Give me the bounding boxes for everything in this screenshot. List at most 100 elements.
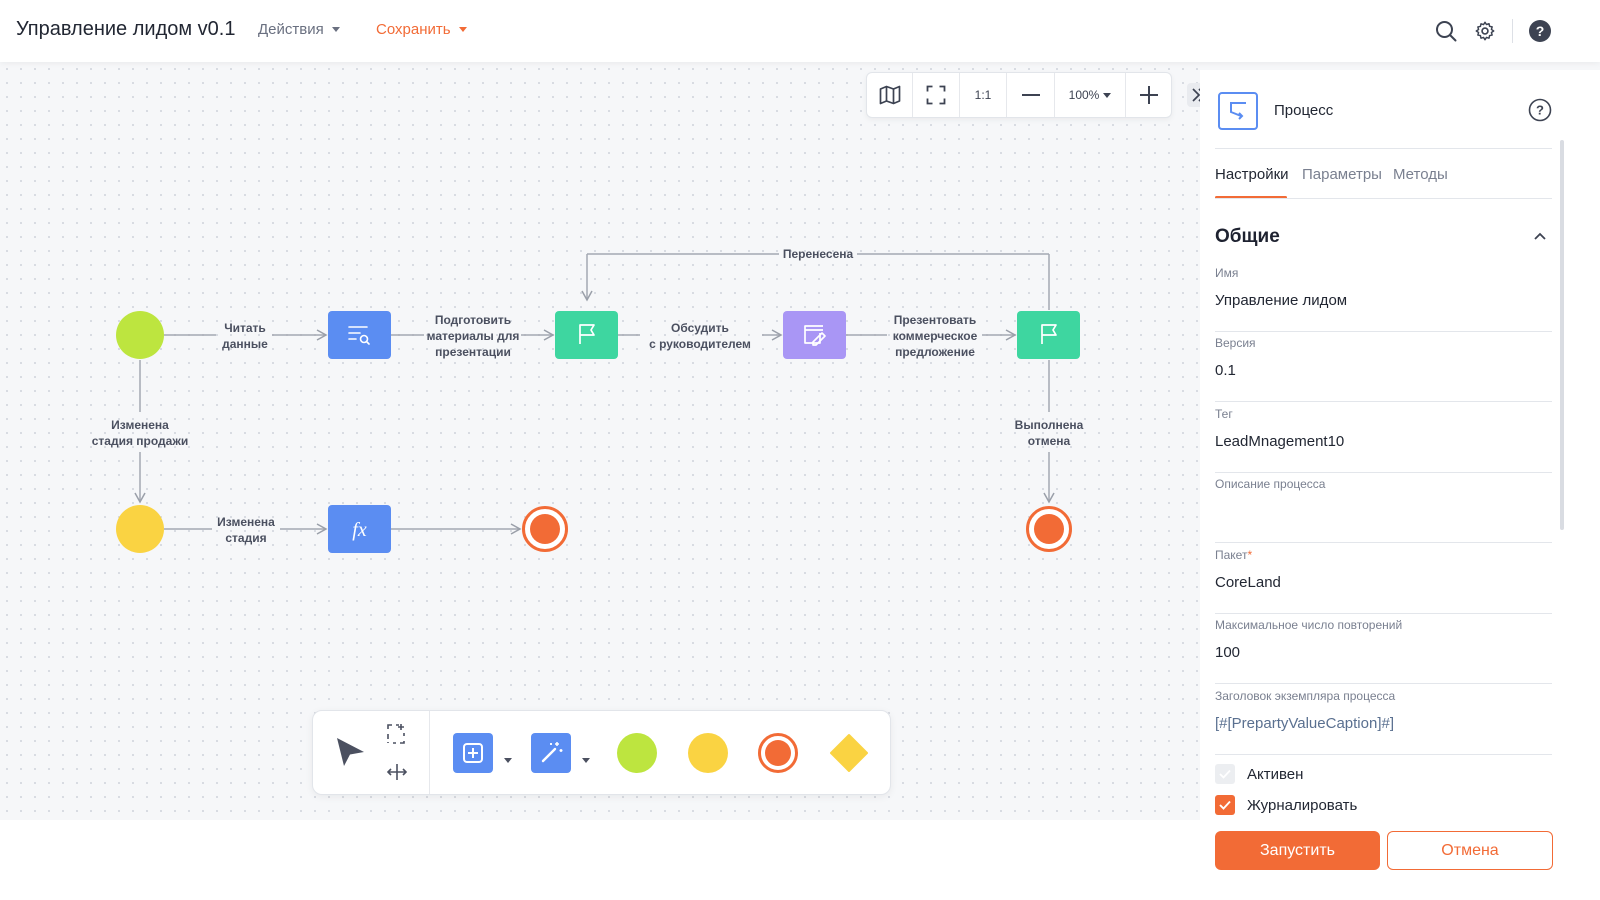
header-divider bbox=[1512, 19, 1513, 43]
chevron-up-icon[interactable] bbox=[1532, 228, 1548, 244]
tab-settings[interactable]: Настройки bbox=[1215, 166, 1289, 183]
active-checkbox-row[interactable]: Активен bbox=[1215, 764, 1303, 784]
read-data-icon bbox=[348, 326, 370, 345]
field-label: Пакет* bbox=[1215, 548, 1252, 562]
zoom-out-icon[interactable] bbox=[1007, 73, 1055, 117]
field-value: LeadMnagement10 bbox=[1215, 433, 1345, 450]
edit-form-icon bbox=[804, 325, 826, 346]
label-read-data-1: Читать bbox=[224, 321, 266, 335]
label-present-3: предложение bbox=[895, 345, 975, 359]
chevron-down-icon[interactable] bbox=[582, 750, 590, 768]
task-present-offer[interactable] bbox=[1017, 311, 1080, 359]
canvas-footer bbox=[0, 820, 1200, 900]
instance-caption-field[interactable]: Заголовок экземпляра процесса [#[Prepart… bbox=[1215, 689, 1552, 755]
start-event-yellow[interactable] bbox=[116, 505, 164, 553]
chevron-down-icon bbox=[331, 27, 340, 32]
map-icon[interactable] bbox=[867, 73, 913, 117]
palette-divider bbox=[429, 711, 430, 794]
max-retries-field[interactable]: Максимальное число повторений 100 bbox=[1215, 618, 1552, 684]
gateway-diamond-tool[interactable] bbox=[829, 733, 869, 778]
panel-divider bbox=[1215, 148, 1552, 149]
end-event[interactable] bbox=[522, 506, 568, 552]
chevron-down-icon[interactable] bbox=[504, 750, 512, 768]
help-icon[interactable]: ? bbox=[1528, 98, 1552, 122]
app-header: Управление лидом v0.1 Действия Сохранить… bbox=[0, 0, 1600, 62]
add-task-icon[interactable] bbox=[453, 733, 493, 778]
process-diagram: Читать данные Подготовить материалы для … bbox=[92, 247, 1084, 553]
fullscreen-icon[interactable] bbox=[913, 73, 960, 117]
section-title: Общие bbox=[1215, 226, 1280, 247]
panel-scrollbar[interactable] bbox=[1560, 140, 1564, 530]
package-field[interactable]: Пакет* CoreLand bbox=[1215, 548, 1552, 614]
run-button[interactable]: Запустить bbox=[1215, 831, 1380, 870]
required-marker: * bbox=[1247, 548, 1253, 562]
field-label: Максимальное число повторений bbox=[1215, 618, 1403, 632]
start-event-yellow-tool[interactable] bbox=[688, 733, 728, 778]
package-label-text: Пакет bbox=[1215, 548, 1248, 562]
label-prepare-3: презентации bbox=[435, 345, 511, 359]
field-label: Описание процесса bbox=[1215, 477, 1326, 491]
zoom-level-value: 100% bbox=[1068, 88, 1100, 102]
lasso-select-icon[interactable] bbox=[386, 723, 408, 750]
tab-parameters[interactable]: Параметры bbox=[1302, 166, 1382, 183]
actions-menu-button[interactable]: Действия bbox=[258, 21, 340, 38]
actual-size-button[interactable]: 1:1 bbox=[960, 73, 1007, 117]
fx-icon: fx bbox=[352, 519, 367, 541]
name-field[interactable]: Имя Управление лидом bbox=[1215, 266, 1552, 332]
zoom-toolbar: 1:1 100% bbox=[866, 72, 1172, 118]
gear-icon[interactable] bbox=[1472, 18, 1498, 44]
move-horizontal-icon[interactable] bbox=[386, 762, 408, 787]
label-read-data-2: данные bbox=[222, 337, 268, 351]
field-value: 0.1 bbox=[1215, 362, 1236, 379]
field-value: [#[PrepartyValueCaption]#] bbox=[1215, 715, 1394, 732]
app-title: Управление лидом v0.1 bbox=[16, 18, 236, 40]
active-checkbox[interactable] bbox=[1215, 764, 1235, 784]
task-read-data[interactable] bbox=[328, 311, 391, 359]
tab-methods[interactable]: Методы bbox=[1393, 166, 1448, 183]
pointer-icon[interactable] bbox=[333, 735, 367, 774]
save-menu-button[interactable]: Сохранить bbox=[376, 21, 467, 38]
search-icon[interactable] bbox=[1433, 18, 1459, 44]
connectors bbox=[134, 253, 1055, 535]
field-label: Версия bbox=[1215, 336, 1256, 350]
properties-panel: Процесс ? Настройки Параметры Методы Общ… bbox=[1200, 70, 1600, 900]
process-icon bbox=[1218, 92, 1258, 130]
label-discuss-1: Обсудить bbox=[671, 321, 729, 335]
task-discuss-manager[interactable] bbox=[783, 311, 846, 359]
field-label: Имя bbox=[1215, 266, 1239, 280]
label-stage-sale-1: Изменена bbox=[111, 418, 169, 432]
flag-icon bbox=[579, 324, 595, 344]
start-event-green-tool[interactable] bbox=[617, 733, 657, 778]
help-icon[interactable]: ? bbox=[1527, 18, 1553, 44]
start-event-green[interactable] bbox=[116, 311, 164, 359]
label-stage-2: стадия bbox=[225, 531, 266, 545]
actions-menu-label: Действия bbox=[258, 21, 324, 38]
active-checkbox-label: Активен bbox=[1247, 765, 1304, 783]
zoom-level-select[interactable]: 100% bbox=[1055, 73, 1126, 117]
label-present-2: коммерческое bbox=[893, 329, 978, 343]
task-prepare-presentation[interactable] bbox=[555, 311, 618, 359]
label-stage-1: Изменена bbox=[217, 515, 275, 529]
version-field[interactable]: Версия 0.1 bbox=[1215, 336, 1552, 402]
element-palette bbox=[312, 710, 891, 795]
journal-checkbox-row[interactable]: Журналировать bbox=[1215, 795, 1357, 815]
end-event-tool[interactable] bbox=[758, 733, 798, 778]
zoom-in-icon[interactable] bbox=[1126, 73, 1171, 117]
field-label: Тег bbox=[1215, 407, 1233, 421]
label-prepare-1: Подготовить bbox=[435, 313, 511, 327]
cancel-button[interactable]: Отмена bbox=[1387, 831, 1553, 870]
save-menu-label: Сохранить bbox=[376, 21, 451, 38]
label-moved: Перенесена bbox=[783, 247, 854, 261]
field-label: Заголовок экземпляра процесса bbox=[1215, 689, 1396, 703]
label-stage-sale-2: стадия продажи bbox=[92, 434, 188, 448]
task-script[interactable]: fx bbox=[328, 505, 391, 553]
end-event[interactable] bbox=[1026, 506, 1072, 552]
field-value: Управление лидом bbox=[1215, 292, 1348, 309]
tabs-divider bbox=[1215, 198, 1552, 199]
description-field[interactable]: Описание процесса bbox=[1215, 477, 1552, 543]
diagram-canvas[interactable] bbox=[0, 62, 1200, 820]
magic-wand-icon[interactable] bbox=[531, 733, 571, 778]
journal-checkbox[interactable] bbox=[1215, 795, 1235, 815]
tag-field[interactable]: Тег LeadMnagement10 bbox=[1215, 407, 1552, 473]
chevron-down-icon bbox=[458, 27, 467, 32]
